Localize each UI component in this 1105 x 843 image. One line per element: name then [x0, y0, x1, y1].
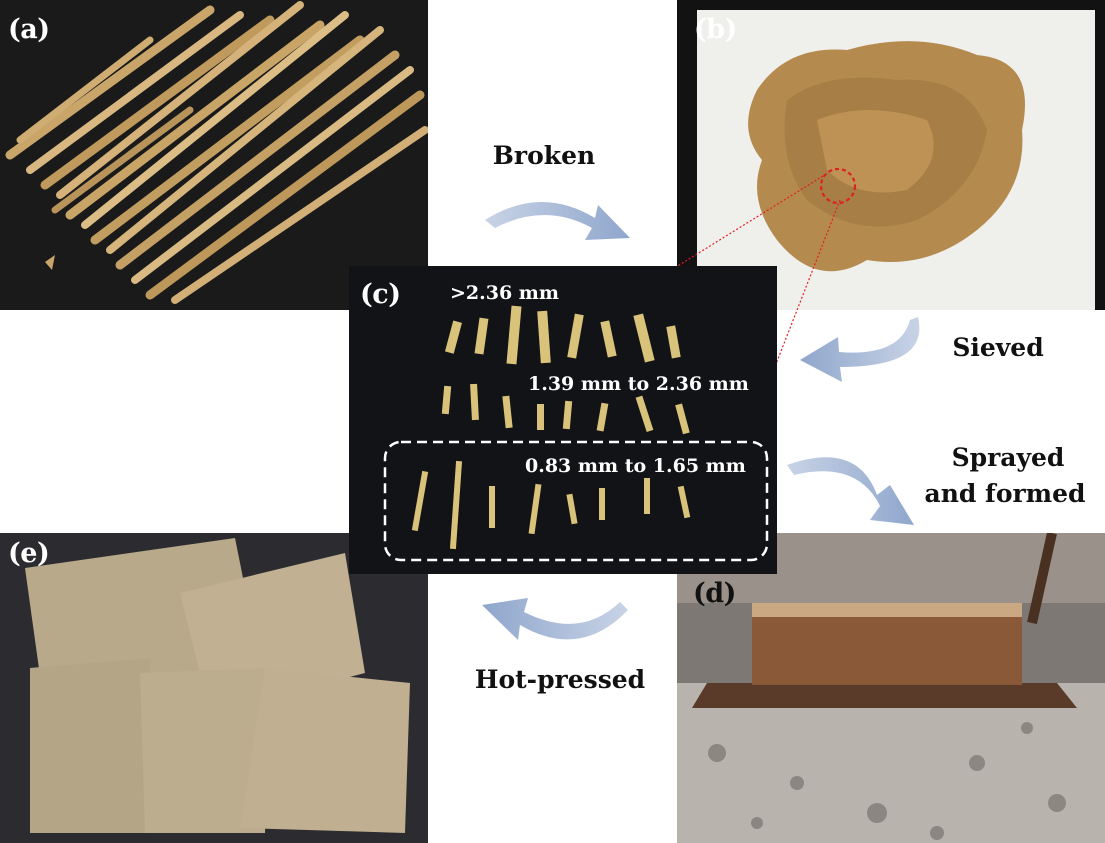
- step-hot-pressed-label: Hot-pressed: [474, 665, 646, 694]
- size-class-medium: 1.39 mm to 2.36 mm: [528, 373, 749, 395]
- particleboards-image: [0, 533, 428, 843]
- panel-a-reed-stalks: [0, 0, 428, 310]
- panel-c-sieved-fractions: [349, 266, 777, 574]
- broken-fibers-image: [677, 0, 1105, 310]
- arrow-hot-pressed-icon: [482, 598, 628, 640]
- sieved-fractions-image: [349, 266, 777, 574]
- selected-fraction-dashed-box: [383, 440, 769, 562]
- reed-stalks-image: [0, 0, 428, 310]
- step-broken-label: Broken: [492, 141, 596, 170]
- panel-d-label: (d): [693, 578, 736, 609]
- panel-c-label: (c): [360, 279, 401, 310]
- size-class-small: 0.83 mm to 1.65 mm: [525, 455, 746, 477]
- arrow-sieved-icon: [800, 317, 920, 382]
- arrow-broken-icon: [485, 201, 630, 240]
- panel-a-label: (a): [8, 14, 50, 45]
- panel-e-particleboards: [0, 533, 428, 843]
- panel-b-broken-fibers: [677, 0, 1105, 310]
- panel-b-label: (b): [694, 14, 737, 45]
- panel-e-label: (e): [8, 538, 50, 569]
- step-sprayed-line1: Sprayed: [951, 443, 1065, 472]
- step-sprayed-line2: and formed: [924, 479, 1086, 508]
- arrow-sprayed-icon: [787, 457, 914, 525]
- panel-d-formed-mat: [677, 533, 1105, 843]
- formed-mat-image: [677, 533, 1105, 843]
- size-class-large: >2.36 mm: [450, 282, 560, 304]
- step-sieved-label: Sieved: [952, 333, 1044, 362]
